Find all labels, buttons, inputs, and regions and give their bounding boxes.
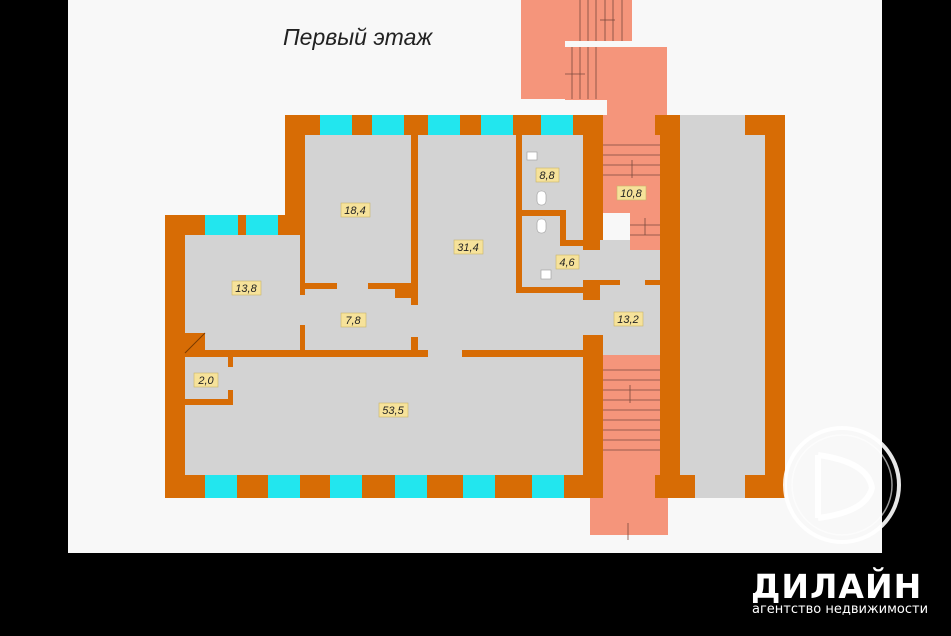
svg-text:4,6: 4,6 (559, 257, 575, 269)
sink-icon (540, 269, 552, 280)
room-label: 10,8 (616, 185, 647, 201)
svg-text:31,4: 31,4 (457, 242, 478, 254)
svg-text:13,2: 13,2 (617, 314, 638, 326)
room-label: 4,6 (555, 254, 580, 270)
brand-name: ДИЛАЙН (751, 566, 922, 606)
sink-icon (526, 151, 538, 161)
walls (165, 115, 785, 498)
brand-tagline: агентство недвижимости (752, 602, 928, 617)
room-label: 53,5 (378, 402, 409, 418)
external-stairs-top (521, 0, 667, 115)
svg-text:10,8: 10,8 (620, 188, 642, 200)
room-label: 2,0 (193, 372, 219, 388)
internal-stairs (590, 115, 668, 540)
svg-text:53,5: 53,5 (382, 405, 404, 417)
sanitary-fixtures (526, 151, 552, 280)
svg-text:13,8: 13,8 (235, 283, 257, 295)
room-labels: 18,4 31,4 8,8 10,8 13,8 7,8 4,6 13,2 2,0… (193, 167, 647, 418)
room-label: 8,8 (535, 167, 560, 183)
room-label: 13,2 (613, 311, 644, 327)
toilet-icon (536, 190, 547, 206)
brand-logo-icon (783, 426, 901, 544)
room-label: 13,8 (231, 280, 262, 296)
windows (205, 115, 573, 498)
svg-text:7,8: 7,8 (345, 315, 361, 327)
toilet-icon (536, 218, 547, 234)
svg-text:18,4: 18,4 (344, 205, 365, 217)
svg-text:8,8: 8,8 (539, 170, 555, 182)
room-label: 7,8 (340, 312, 367, 328)
room-label: 18,4 (340, 202, 371, 218)
room-label: 31,4 (453, 239, 484, 255)
floor-title: Первый этаж (283, 24, 433, 50)
svg-text:2,0: 2,0 (197, 375, 214, 387)
